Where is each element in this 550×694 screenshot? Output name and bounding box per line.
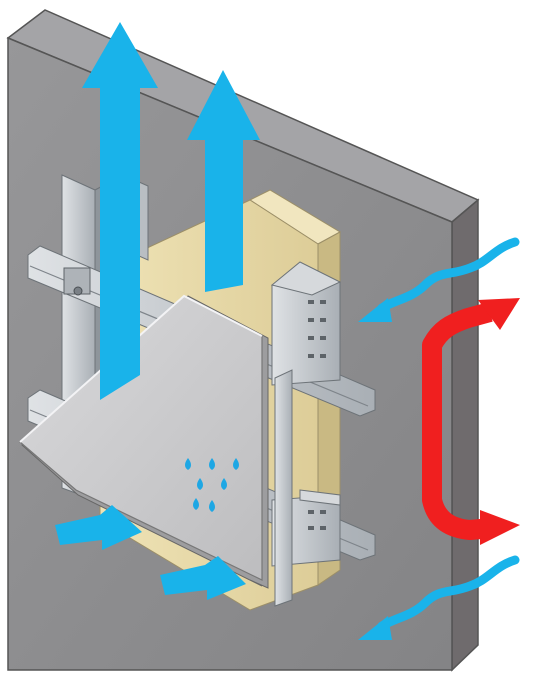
upward-airflow-arrow-icon: [82, 22, 158, 400]
wind-wave-arrow-icon: [358, 555, 520, 640]
bracket-upper-right: [270, 261, 342, 386]
vertical-profile-right: [274, 369, 293, 607]
inflow-arrow-icon: [160, 556, 246, 600]
cladding-panel: [19, 294, 269, 589]
upward-airflow-arrow-icon: [187, 70, 260, 292]
heat-bounce-arrow-icon: [422, 298, 520, 545]
water-drops-icon: [185, 458, 239, 512]
rail-bolt: [73, 286, 83, 296]
inflow-arrow-icon: [55, 505, 142, 550]
wind-wave-arrow-icon: [358, 237, 520, 322]
